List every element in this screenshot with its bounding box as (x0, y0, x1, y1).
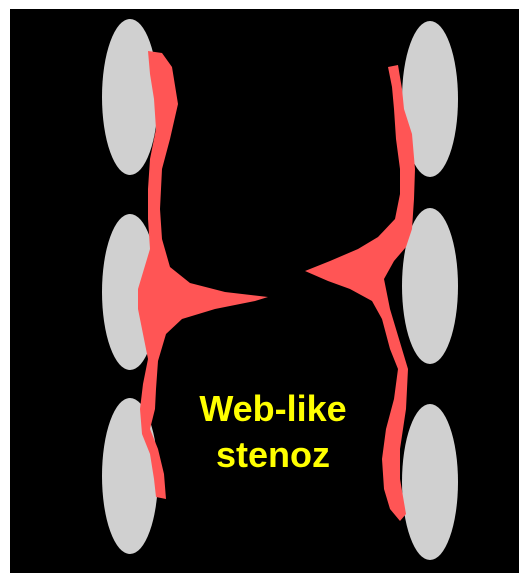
right-bottom-cell (402, 404, 458, 560)
caption-line-1: Web-like (168, 386, 378, 432)
stenosis-caption: Web-like stenoz (168, 386, 378, 478)
vessel-diagram (10, 9, 519, 573)
left-top-cell (102, 19, 158, 175)
caption-line-2: stenoz (168, 432, 378, 478)
